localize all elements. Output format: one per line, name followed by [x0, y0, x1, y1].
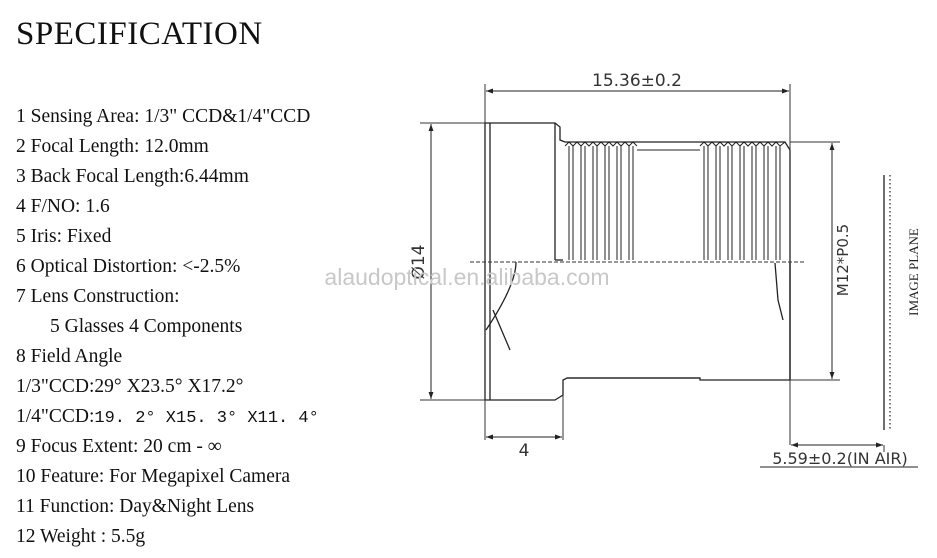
spec-weight: 12 Weight : 5.5g — [16, 526, 146, 547]
dim-thread-label: M12*P0.5 — [834, 224, 852, 296]
spec-iris: 5 Iris: Fixed — [16, 226, 112, 247]
lens-bevel — [492, 309, 511, 351]
thread-front — [564, 141, 700, 260]
lens-outer-profile — [484, 122, 791, 401]
rear-element-curve — [774, 262, 784, 321]
image-plane — [883, 175, 891, 430]
spec-focal-length: 2 Focal Length: 12.0mm — [16, 136, 209, 157]
spec-field-angle-quarter-inch: 1/4"CCD:19. 2° X15. 3° X11. 4° — [16, 406, 319, 428]
image-plane-label: IMAGE PLANE — [906, 228, 921, 316]
thread-rear — [699, 141, 786, 260]
dimension-lines — [428, 88, 918, 468]
spec-lens-construction-detail: 5 Glasses 4 Components — [50, 316, 243, 337]
spec-field-angle-third-inch: 1/3"CCD:29° X23.5° X17.2° — [16, 376, 244, 397]
spec-sensing-area: 1 Sensing Area: 1/3" CCD&1/4"CCD — [16, 106, 311, 127]
spec-optical-distortion: 6 Optical Distortion: <-2.5% — [16, 256, 241, 277]
spec-lens-construction: 7 Lens Construction: — [16, 286, 180, 307]
dim-flange-label: 4 — [519, 441, 530, 461]
spec-feature: 10 Feature: For Megapixel Camera — [16, 466, 290, 487]
extension-lines — [420, 84, 885, 452]
dim-diameter-label: Ø14 — [409, 244, 429, 279]
page-title: SPECIFICATION — [16, 16, 263, 52]
spec-back-focal-length: 3 Back Focal Length:6.44mm — [16, 166, 249, 187]
spec-field-angle-quarter-inch-label: 1/4"CCD: — [16, 406, 95, 427]
spec-fno: 4 F/NO: 1.6 — [16, 196, 110, 217]
spec-function: 11 Function: Day&Night Lens — [16, 496, 255, 517]
spec-field-angle: 8 Field Angle — [16, 346, 123, 367]
spec-focus-extent: 9 Focus Extent: 20 cm - ∞ — [16, 436, 222, 457]
lens-front-curve — [485, 261, 517, 331]
spec-field-angle-quarter-inch-value: 19. 2° X15. 3° X11. 4° — [94, 409, 319, 428]
watermark: alaudoptical.en.alibaba.com — [324, 264, 609, 290]
dim-length-label: 15.36±0.2 — [592, 71, 682, 91]
dim-back-focus-label: 5.59±0.2(IN AIR) — [772, 449, 908, 468]
